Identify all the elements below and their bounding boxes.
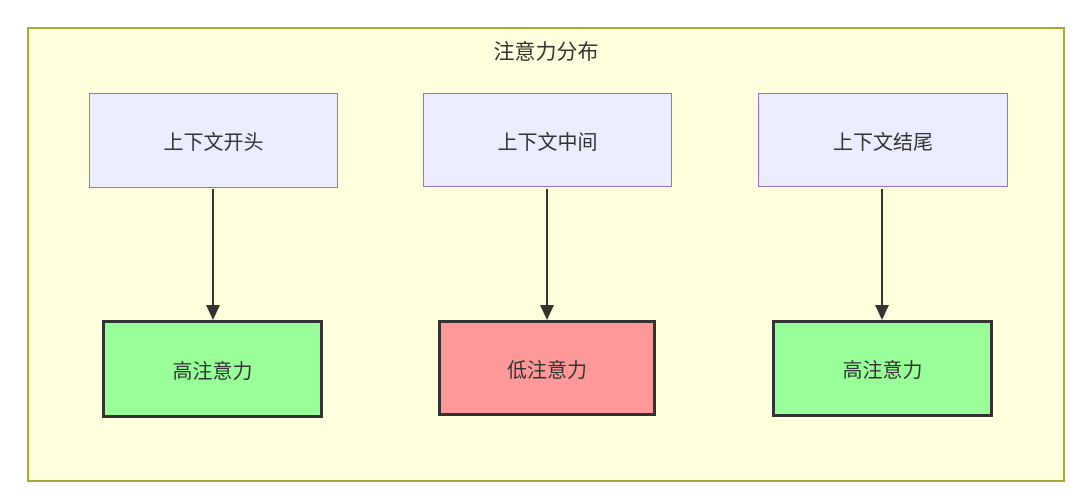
node-context-start: 上下文开头	[89, 93, 338, 188]
node-high-attention-2: 高注意力	[772, 320, 993, 417]
node-context-middle: 上下文中间	[423, 93, 672, 187]
diagram-title: 注意力分布	[493, 41, 599, 64]
node-context-end: 上下文结尾	[758, 93, 1008, 187]
node-low-attention: 低注意力	[438, 320, 656, 416]
node-high-attention-1: 高注意力	[102, 320, 323, 418]
